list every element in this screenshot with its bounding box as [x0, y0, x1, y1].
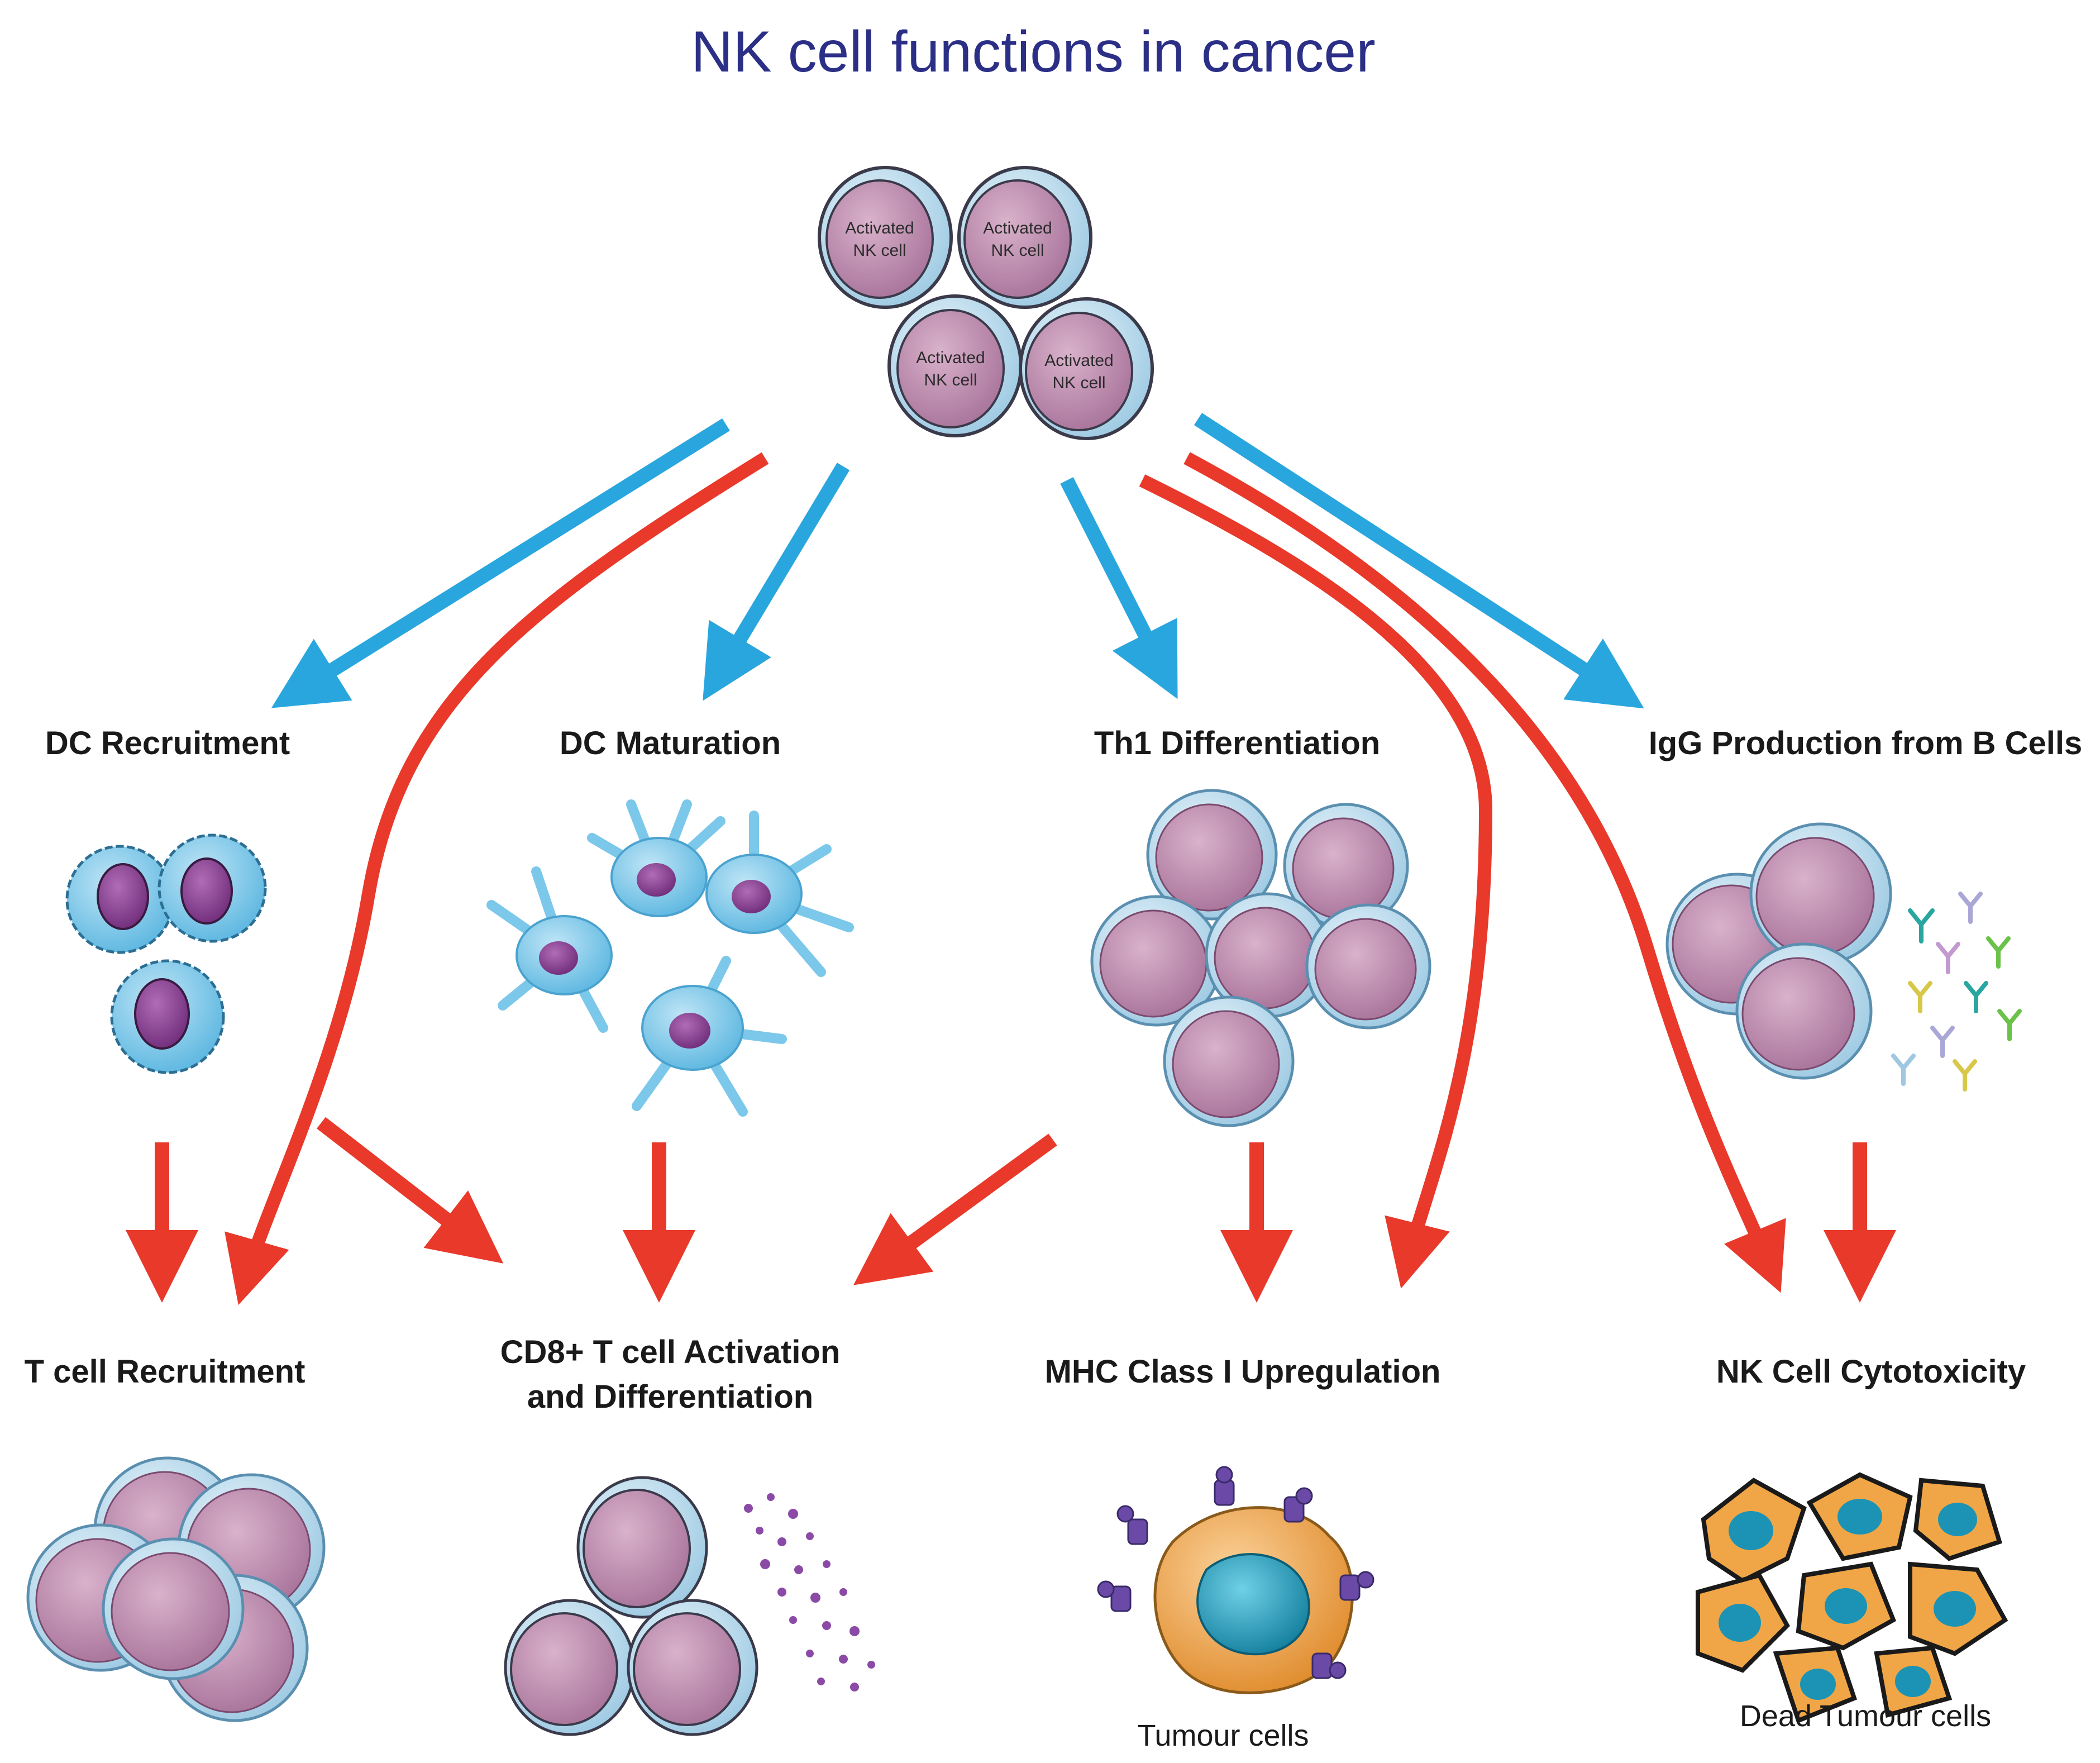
nk-cell-label-line2: NK cell	[924, 371, 977, 389]
diagram-title: NK cell functions in cancer	[691, 20, 1375, 84]
antibodies	[1891, 892, 2022, 1092]
dead-tumour-nuclei	[1719, 1499, 1977, 1700]
arrow-nk-to-cytotoxicity	[1183, 452, 1786, 1293]
label-cd8-line2: and Differentiation	[527, 1379, 813, 1415]
label-cd8-line1: CD8+ T cell Activation	[500, 1334, 841, 1370]
caption-tumour-cells: Tumour cells	[1137, 1719, 1309, 1752]
dc-recruitment-cells	[65, 833, 267, 1074]
label-nk-cytotoxicity: NK Cell Cytotoxicity	[1716, 1354, 2026, 1390]
label-t-cell-recruitment: T cell Recruitment	[25, 1354, 306, 1390]
red-curved-arrows	[225, 452, 1786, 1305]
nk-cell-label-line1: Activated	[983, 219, 1052, 237]
mhc-receptors	[1097, 1466, 1374, 1679]
arrow-dc-to-cd8	[317, 1117, 504, 1264]
nk-cell-label-line1: Activated	[916, 349, 985, 367]
t-cell-recruitment-cells	[26, 1456, 326, 1722]
nk-cell: Activated NK cell	[887, 294, 1023, 437]
spiky-dc-cell	[65, 845, 175, 954]
red-straight-arrows	[126, 1117, 1896, 1303]
arrow-to-igg	[1194, 413, 1644, 709]
nk-cell: Activated NK cell	[957, 166, 1092, 309]
arrow-to-dc-maturation	[703, 463, 850, 701]
label-th1-differentiation: Th1 Differentiation	[1094, 725, 1380, 761]
nk-cell-label-line2: NK cell	[1052, 374, 1105, 392]
nk-cell: Activated NK cell	[1019, 297, 1154, 440]
arrow-th1-to-cd8	[853, 1133, 1057, 1285]
arrow-nk-to-mhc	[1139, 474, 1493, 1289]
cytokine-granules	[744, 1493, 875, 1691]
arrow-to-dc-recruitment	[271, 418, 730, 708]
spiky-dc-cell	[157, 833, 267, 943]
blue-arrows	[271, 413, 1644, 709]
cd8-t-cells	[504, 1476, 758, 1736]
nk-cell-label-line1: Activated	[845, 219, 914, 237]
label-igg-production: IgG Production from B Cells	[1649, 725, 2083, 761]
label-dc-recruitment: DC Recruitment	[45, 725, 290, 761]
b-cells	[1665, 822, 1892, 1080]
arrow-to-th1	[1060, 477, 1178, 699]
nk-cell: Activated NK cell	[818, 166, 953, 309]
nk-cell-label-line2: NK cell	[853, 241, 906, 260]
nk-cell-label-line1: Activated	[1044, 351, 1113, 370]
arrow-nk-to-t-cell-recruitment	[225, 452, 769, 1305]
label-mhc-upregulation: MHC Class I Upregulation	[1045, 1354, 1441, 1390]
nk-cell-label-line2: NK cell	[991, 241, 1044, 260]
caption-dead-tumour-cells: Dead Tumour cells	[1740, 1699, 1991, 1733]
th1-cells	[1090, 789, 1431, 1127]
activated-nk-cell-cluster: Activated NK cell Activated NK cell Acti…	[818, 166, 1154, 440]
label-dc-maturation: DC Maturation	[560, 725, 781, 761]
spiky-dc-cell	[110, 959, 225, 1074]
dc-maturation-bodies	[516, 837, 803, 1071]
